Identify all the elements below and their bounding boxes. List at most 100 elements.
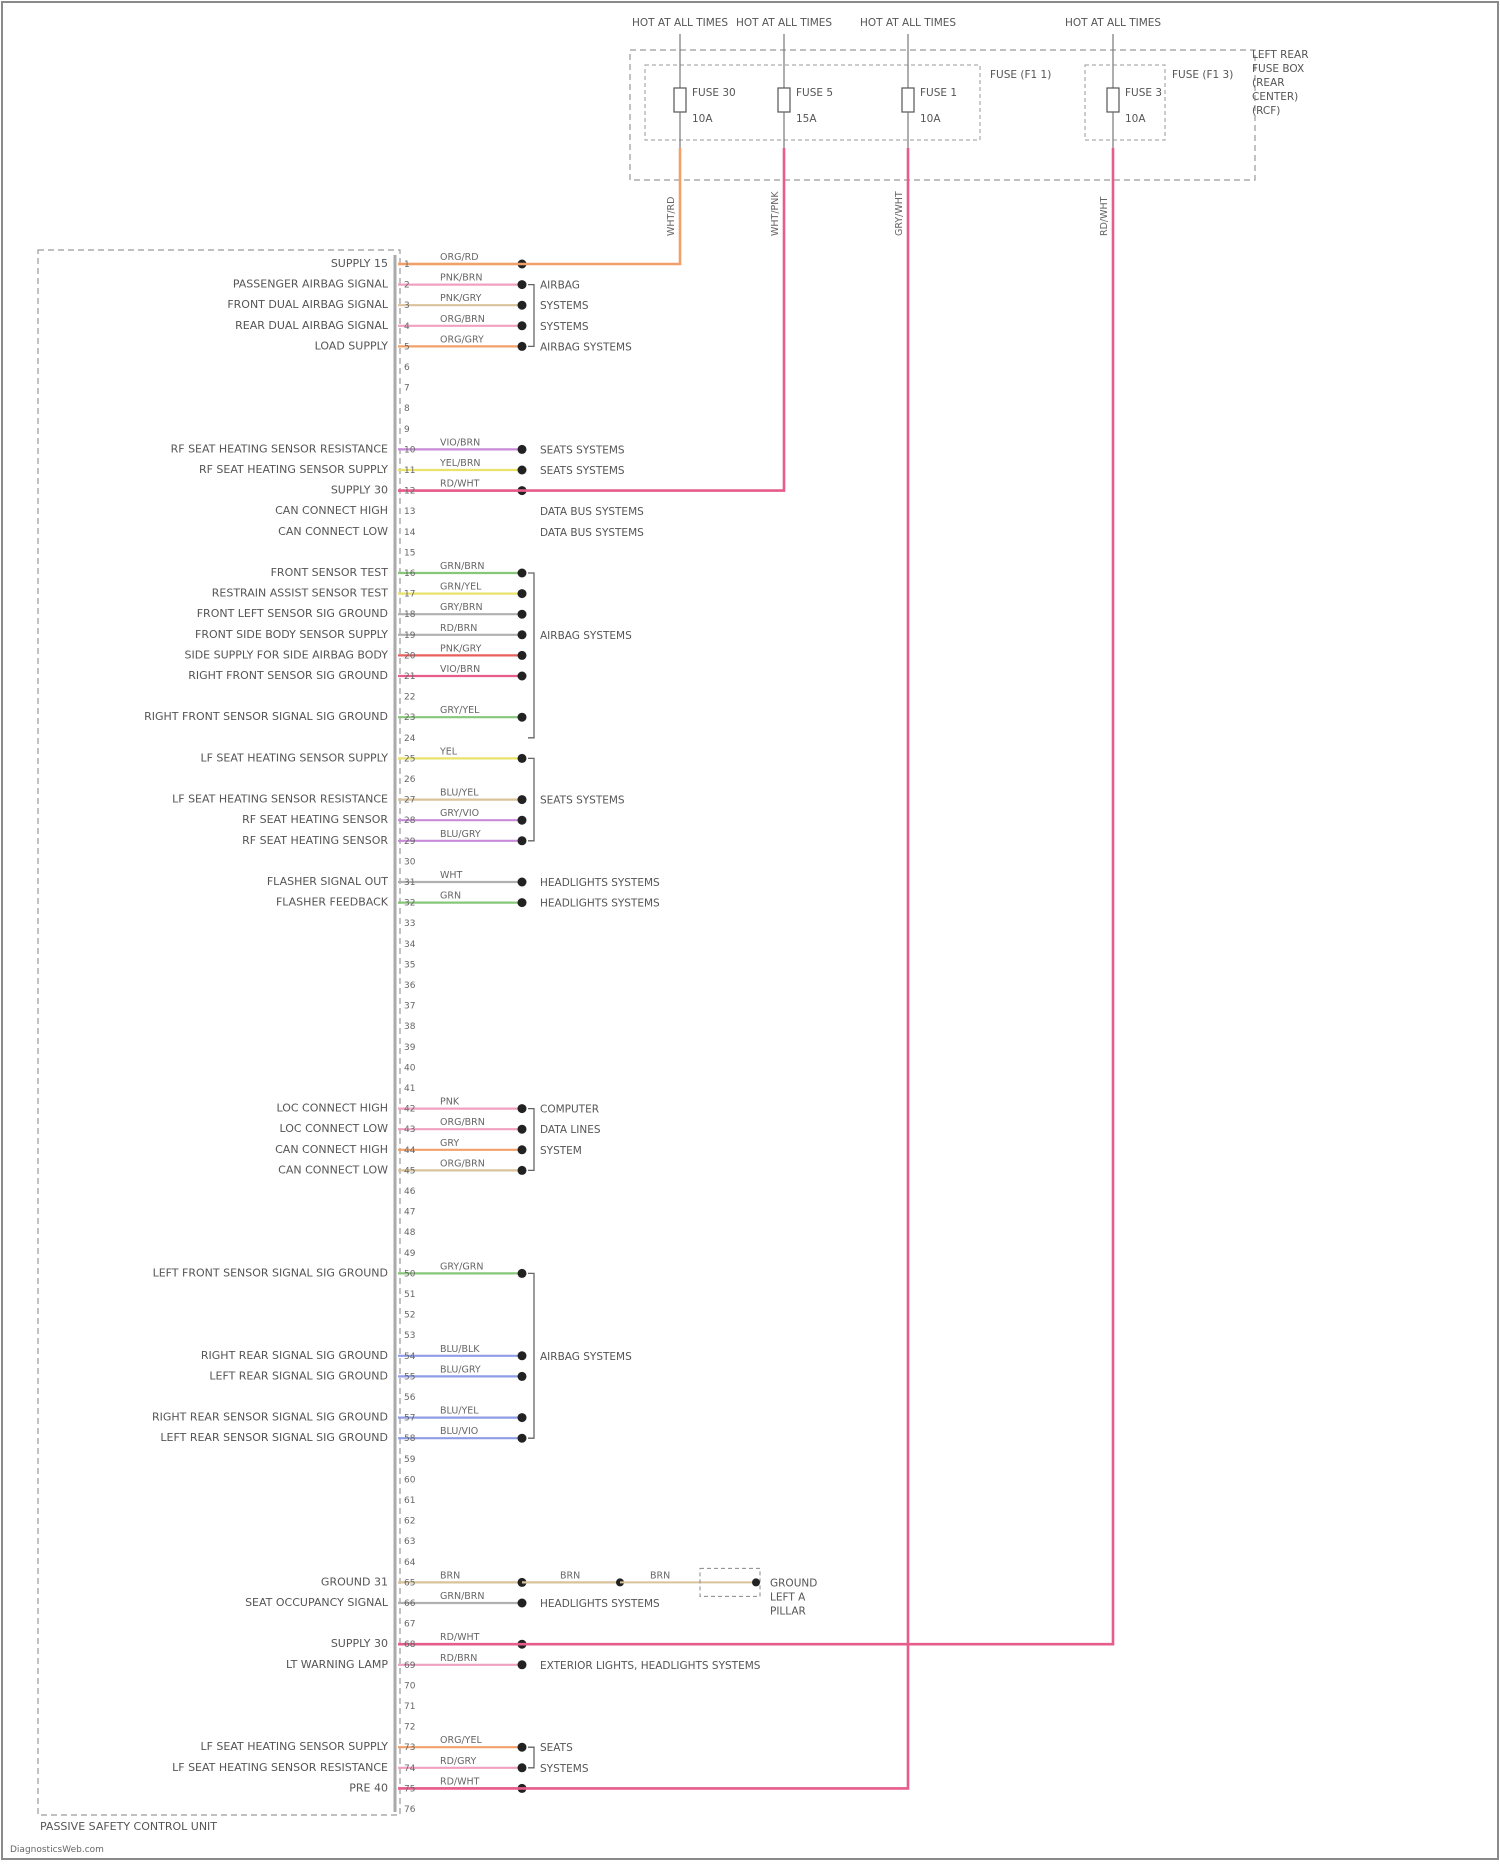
pin-number: 45 (404, 1166, 415, 1176)
wire-color-code: GRN/BRN (440, 1591, 485, 1602)
pin-number: 54 (404, 1352, 416, 1362)
pin-number: 71 (404, 1702, 415, 1712)
wire-color-code: PNK/GRY (440, 293, 482, 304)
wire-color-code: GRY/VIO (440, 808, 479, 819)
pin-number: 6 (404, 363, 410, 373)
pin-label: SIDE SUPPLY FOR SIDE AIRBAG BODY (184, 648, 388, 661)
wire-terminal (518, 1145, 527, 1154)
pin-number: 5 (404, 342, 410, 352)
pin-number: 69 (404, 1661, 416, 1671)
wire-terminal (518, 672, 527, 681)
pin-label: SEAT OCCUPANCY SIGNAL (245, 1596, 389, 1609)
pin-number: 55 (404, 1372, 415, 1382)
ground-note-2: PILLAR (770, 1605, 806, 1617)
fuse-name: FUSE 1 (920, 87, 957, 99)
pin-number: 26 (404, 775, 416, 785)
fuse-hot-label: HOT AT ALL TIMES (860, 17, 956, 29)
pin-number: 1 (404, 260, 410, 270)
pin-label: LEFT REAR SENSOR SIGNAL SIG GROUND (160, 1431, 388, 1444)
wire-color-code: BLU/GRY (440, 829, 481, 840)
pin-label: FRONT LEFT SENSOR SIG GROUND (197, 607, 388, 620)
pin-number: 74 (404, 1764, 416, 1774)
pin-label: LF SEAT HEATING SENSOR RESISTANCE (172, 793, 388, 806)
wire-terminal (518, 1434, 527, 1443)
wire-terminal (518, 280, 527, 289)
pin-label: LF SEAT HEATING SENSOR SUPPLY (200, 751, 388, 764)
wire-color-code: RD/WHT (440, 1632, 480, 1643)
pin-number: 31 (404, 878, 415, 888)
pin-number: 63 (404, 1537, 415, 1547)
ground-label: GROUND (770, 1577, 817, 1589)
wire-color-code: RD/BRN (440, 1653, 477, 1664)
pin-label: RESTRAIN ASSIST SENSOR TEST (212, 587, 389, 600)
pin-number: 15 (404, 548, 415, 558)
fuse-name: FUSE 30 (692, 87, 736, 99)
wire-terminal (518, 445, 527, 454)
pin-label: LT WARNING LAMP (286, 1658, 388, 1671)
wire-color-code: RD/GRY (440, 1756, 476, 1767)
pin-number: 76 (404, 1805, 416, 1815)
pin-label: SUPPLY 15 (331, 257, 388, 270)
group-bracket (528, 285, 534, 347)
pin-label: FRONT SENSOR TEST (271, 566, 389, 579)
pin-number: 72 (404, 1723, 415, 1733)
pin-number: 42 (404, 1105, 415, 1115)
fuse-name: FUSE 5 (796, 87, 833, 99)
fuse-hot-label: HOT AT ALL TIMES (1065, 17, 1161, 29)
pin-number: 39 (404, 1043, 416, 1053)
pin-number: 50 (404, 1269, 416, 1279)
pin-label: FRONT DUAL AIRBAG SIGNAL (227, 298, 389, 311)
pin-number: 46 (404, 1187, 416, 1197)
group-bracket (528, 758, 534, 840)
fuse-box-title-3: (REAR (1252, 77, 1285, 89)
wire-terminal (518, 713, 527, 722)
pin-label: LF SEAT HEATING SENSOR RESISTANCE (172, 1761, 388, 1774)
group-bracket (528, 1273, 534, 1438)
pin-number: 37 (404, 1002, 415, 1012)
fuse-symbol (902, 88, 914, 112)
pin-number: 57 (404, 1414, 415, 1424)
wire-terminal (518, 836, 527, 845)
pin-number: 40 (404, 1063, 416, 1073)
pin-number: 49 (404, 1249, 416, 1259)
wire-terminal (518, 569, 527, 578)
pin-number: 43 (404, 1125, 415, 1135)
wire-tag: WHT/PNK (770, 191, 781, 236)
wire-terminal (518, 754, 527, 763)
pin-number: 68 (404, 1640, 416, 1650)
fuse-box: LEFT REAR FUSE BOX (REAR CENTER) (RCF) F… (630, 49, 1309, 180)
pin-number: 18 (404, 610, 416, 620)
pin-number: 73 (404, 1743, 415, 1753)
wire-color-code: BRN (440, 1570, 460, 1581)
pin-label: RF SEAT HEATING SENSOR RESISTANCE (171, 442, 388, 455)
destination-label: SYSTEMS (540, 1763, 589, 1775)
wire-color-code: ORG/BRN (440, 1117, 485, 1128)
wire-terminal (518, 878, 527, 887)
wire-color-code: BLU/GRY (440, 1364, 481, 1375)
wire-terminal (518, 1599, 527, 1608)
pin-label: FLASHER SIGNAL OUT (267, 875, 388, 888)
destination-label: AIRBAG (540, 280, 580, 292)
pin-number: 52 (404, 1311, 415, 1321)
pin-number: 35 (404, 960, 415, 970)
wire-color-code: WHT (440, 870, 463, 881)
destination-label: AIRBAG SYSTEMS (540, 630, 632, 642)
supply-wire (398, 148, 680, 264)
wire-terminal (518, 1269, 527, 1278)
pin-label: LOC CONNECT LOW (280, 1122, 389, 1135)
destination-label: DATA BUS SYSTEMS (540, 527, 644, 539)
wire-color-code: BLU/YEL (440, 788, 479, 799)
wire-terminal (518, 321, 527, 330)
wire-terminal (518, 610, 527, 619)
wire-color-code: YEL (439, 746, 458, 757)
pin-label: LOAD SUPPLY (315, 339, 389, 352)
pin-label: LF SEAT HEATING SENSOR SUPPLY (200, 1740, 388, 1753)
wire-terminal (518, 1660, 527, 1669)
pin-label: RIGHT REAR SIGNAL SIG GROUND (201, 1349, 388, 1362)
pin-number: 17 (404, 590, 415, 600)
destination-label: SYSTEM (540, 1145, 582, 1157)
pin-label: CAN CONNECT LOW (278, 1163, 388, 1176)
